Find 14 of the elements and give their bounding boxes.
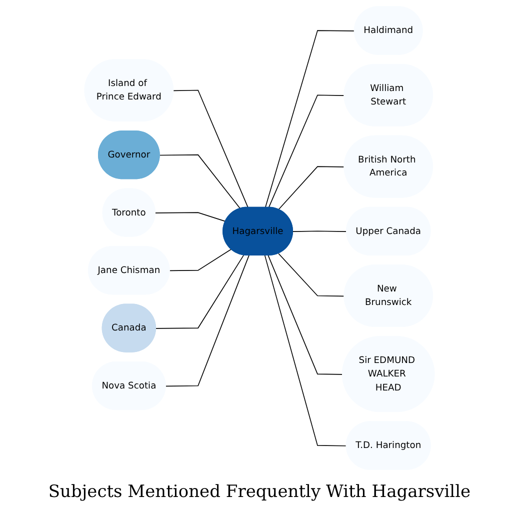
connector — [292, 230, 348, 232]
connector — [278, 166, 345, 210]
connector — [159, 154, 241, 210]
connector — [165, 255, 250, 387]
connector — [268, 94, 345, 208]
connector — [264, 30, 356, 208]
connector — [169, 248, 232, 272]
connector — [156, 254, 244, 329]
connector — [278, 253, 345, 297]
connector — [173, 90, 248, 208]
connector — [264, 255, 348, 446]
connector — [268, 255, 344, 375]
diagram-title: Subjects Mentioned Frequently With Hagarsville — [48, 482, 471, 502]
connector — [155, 212, 226, 222]
